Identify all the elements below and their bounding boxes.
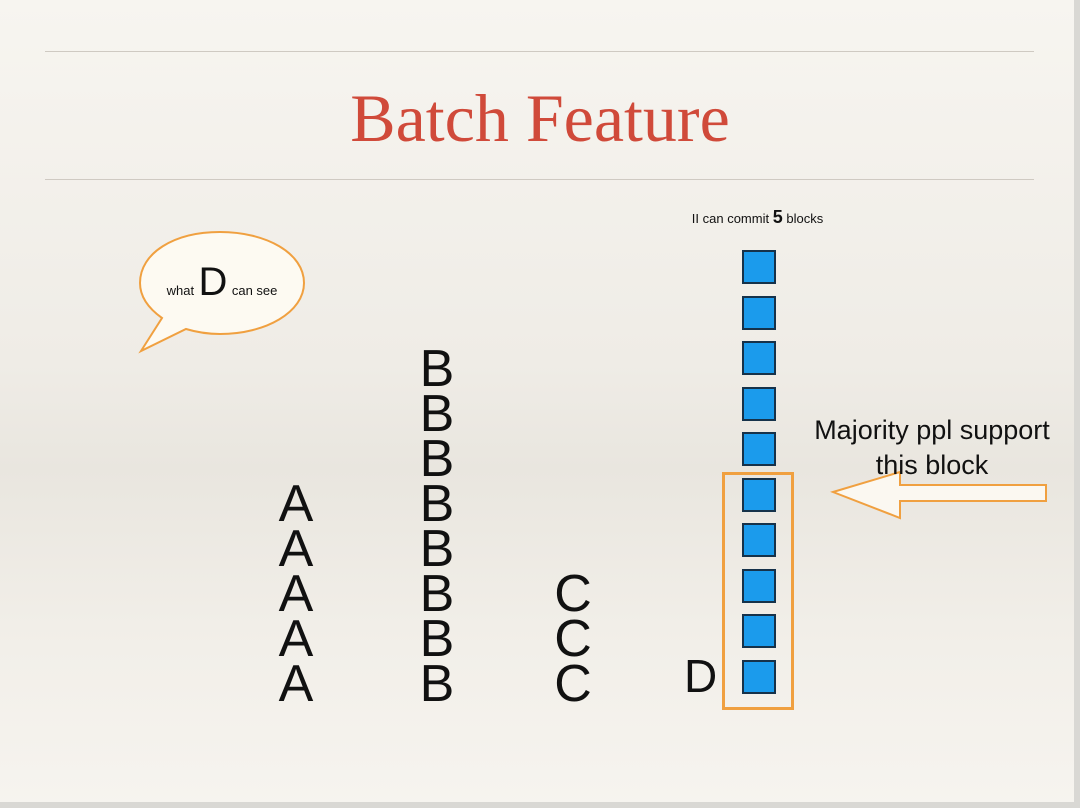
block-icon [742, 477, 776, 512]
block-icon [742, 659, 776, 694]
letter-a: A [278, 520, 314, 578]
caption-number: 5 [772, 207, 783, 227]
bubble-text: what D can see [140, 258, 304, 315]
letter-b: B [419, 385, 455, 443]
top-rule [45, 51, 1034, 52]
caption-prefix: II can commit [691, 211, 770, 226]
letter-a: A [278, 475, 314, 533]
block-icon [742, 250, 776, 284]
letter-a: A [278, 565, 314, 623]
block-icon [742, 568, 776, 603]
letter-a: A [278, 610, 314, 668]
letter-b: B [419, 565, 455, 623]
block-icon [742, 386, 776, 421]
d-label: D [684, 650, 718, 702]
letter-c: C [554, 655, 592, 713]
annotation-line-2: this block [875, 450, 989, 480]
bubble-prefix: what [166, 283, 195, 298]
block-icon [742, 523, 776, 557]
letter-b: B [419, 520, 455, 578]
commit-caption: II can commit 5 blocks [620, 205, 895, 231]
letter-b: B [419, 430, 455, 488]
letter-b: B [419, 655, 455, 713]
majority-annotation: Majority ppl support this block [790, 413, 1074, 483]
letter-c: C [554, 610, 592, 668]
block-icon [742, 614, 776, 648]
caption-suffix: blocks [786, 211, 824, 226]
column-c: C C C [543, 565, 603, 713]
annotation-line-1: Majority ppl support [814, 415, 1050, 445]
bottom-rule [45, 179, 1034, 180]
left-arrow-icon [830, 470, 1047, 520]
bubble-letter: D [198, 260, 228, 304]
block-icon [742, 341, 776, 375]
majority-highlight-box [722, 472, 794, 710]
letter-a: A [278, 655, 314, 713]
block-icon [742, 432, 776, 466]
block-stack [742, 250, 776, 705]
column-a: A A A A A [266, 475, 326, 713]
letter-b: B [419, 475, 455, 533]
letter-b: B [419, 340, 455, 398]
column-b: B B B B B B B B [407, 340, 467, 713]
slide-title: Batch Feature [350, 80, 730, 156]
speech-bubble-icon [138, 230, 306, 354]
letter-c: C [554, 565, 592, 623]
bubble-suffix: can see [231, 283, 278, 298]
block-icon [742, 295, 776, 330]
letter-b: B [419, 610, 455, 668]
